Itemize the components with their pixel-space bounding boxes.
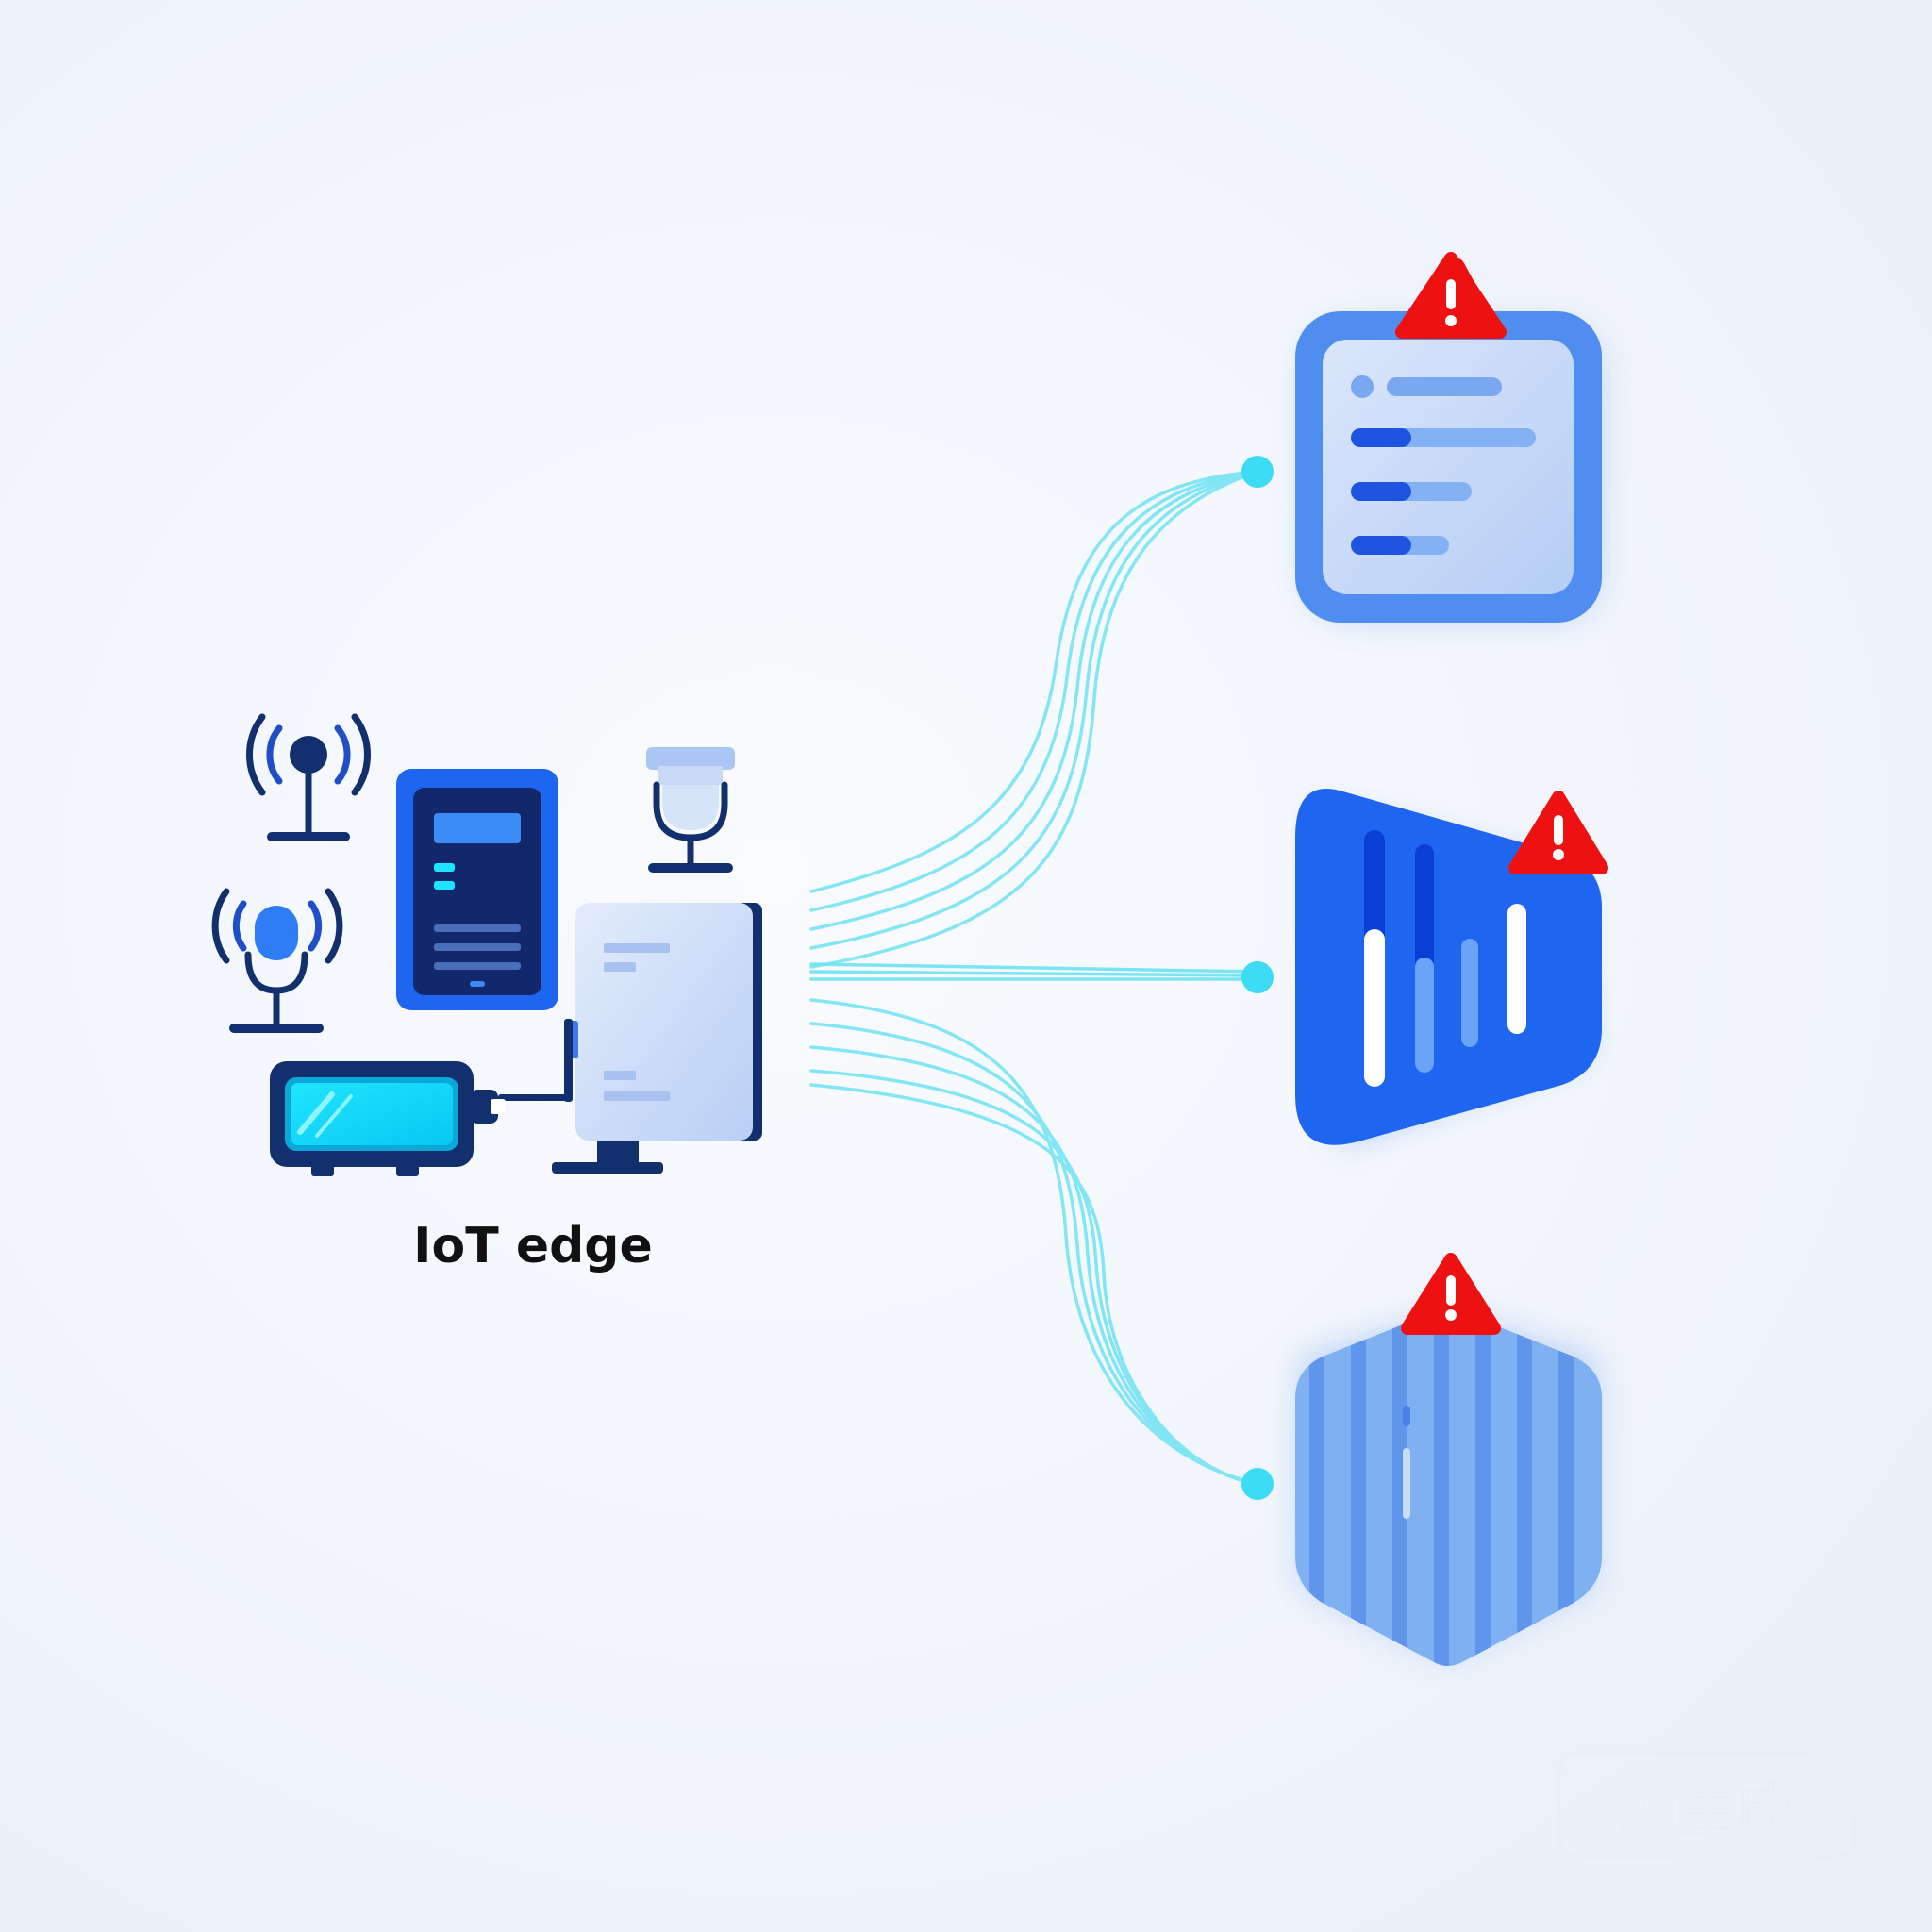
target-data-block [1295,1253,1602,1666]
endpoint-dot-log-list [1241,456,1274,488]
striped-hexagon-icon [1295,1307,1602,1666]
warning-icon [1508,791,1608,874]
target-bar-chart [1295,789,1608,1145]
links-to-log-list [809,470,1259,969]
ai-generated-watermark: AI生成 [1557,1751,1857,1858]
handheld-meter-icon [270,1019,573,1176]
links-to-data-block [809,998,1259,1486]
iot-edge-cluster: IoT edge [211,713,762,1274]
endpoint-dot-data-block [1241,1468,1274,1500]
endpoint-dot-bar-chart [1241,961,1274,993]
links-to-bar-chart [809,962,1259,981]
svg-text:AI生成: AI生成 [1621,1775,1795,1844]
warning-icon [1401,1253,1501,1335]
list-document-icon [1295,311,1602,623]
microphone-sensor-icon [211,888,343,1033]
warning-icon [1395,252,1507,339]
gateway-server-icon [552,903,762,1174]
smartphone-icon [396,769,558,1010]
bar-chart-icon [1295,789,1602,1145]
antenna-sensor-icon [246,713,371,841]
connection-lines [809,456,1274,1500]
source-label: IoT edge [413,1218,653,1274]
target-log-list [1295,252,1602,623]
camera-sensor-icon [646,747,735,873]
